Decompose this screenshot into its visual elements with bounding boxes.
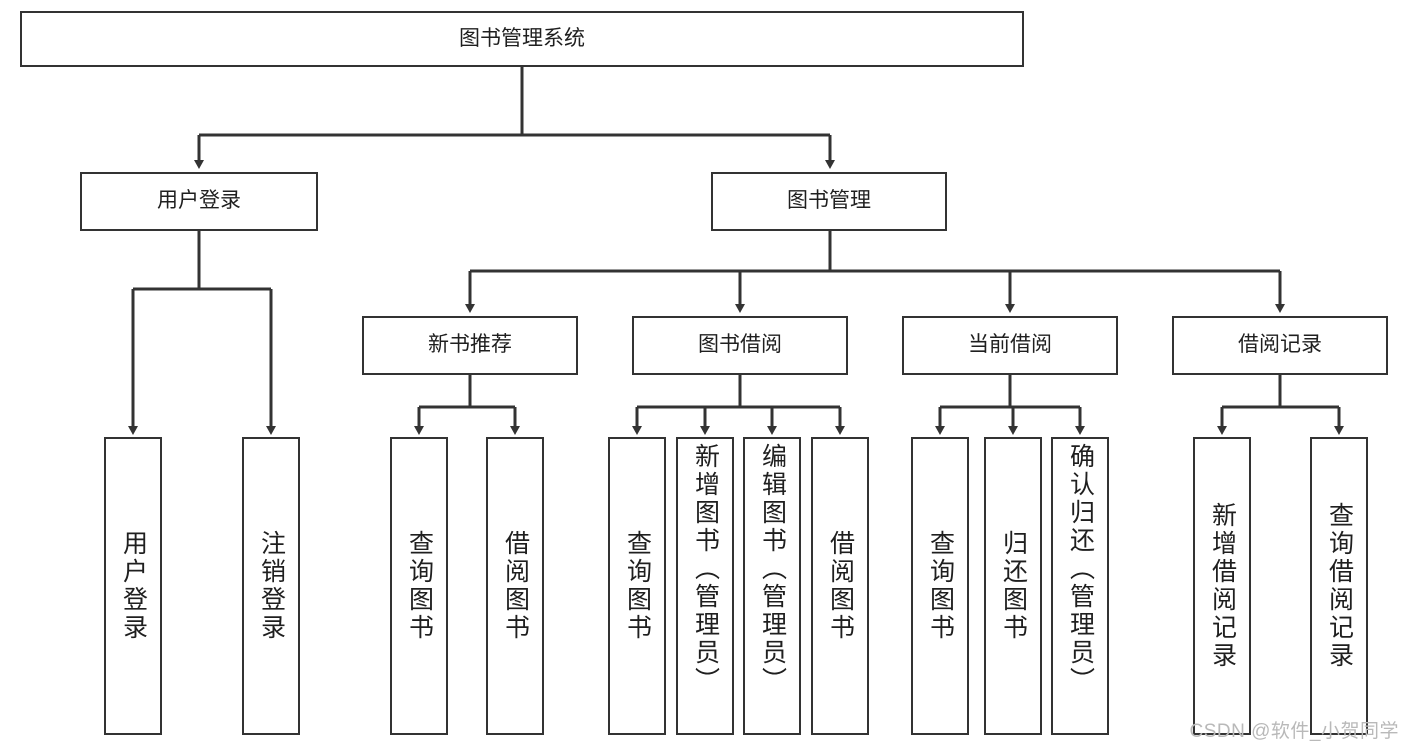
node-leaf-query-book-borrow[interactable]: 查询图书 <box>608 437 666 735</box>
node-borrow-record-label: 借阅记录 <box>1238 333 1322 357</box>
node-root-label: 图书管理系统 <box>459 26 585 50</box>
node-leaf-borrow-book-recommend[interactable]: 借阅图书 <box>486 437 544 735</box>
node-book-management-label: 图书管理 <box>787 189 871 213</box>
node-leaf-user-login[interactable]: 用户登录 <box>104 437 162 735</box>
node-leaf-add-borrow-record-label: 新增借阅记录 <box>1208 502 1237 670</box>
node-leaf-edit-book-admin-label: 编辑图书（管理员） <box>758 443 787 695</box>
node-book-borrow[interactable]: 图书借阅 <box>632 316 848 375</box>
node-leaf-confirm-return-admin-label: 确认归还（管理员） <box>1066 443 1095 695</box>
node-leaf-return-book-label: 归还图书 <box>999 530 1028 642</box>
node-leaf-query-book-current[interactable]: 查询图书 <box>911 437 969 735</box>
node-leaf-add-book-admin[interactable]: 新增图书（管理员） <box>676 437 734 735</box>
node-leaf-query-borrow-record[interactable]: 查询借阅记录 <box>1310 437 1368 735</box>
node-leaf-return-book[interactable]: 归还图书 <box>984 437 1042 735</box>
node-book-borrow-label: 图书借阅 <box>698 333 782 357</box>
node-book-management[interactable]: 图书管理 <box>711 172 947 231</box>
node-leaf-edit-book-admin[interactable]: 编辑图书（管理员） <box>743 437 801 735</box>
node-leaf-borrow-book-label: 借阅图书 <box>826 530 855 642</box>
node-leaf-user-login-label: 用户登录 <box>119 530 148 642</box>
node-new-book-recommend-label: 新书推荐 <box>428 333 512 357</box>
node-leaf-user-logout-label: 注销登录 <box>257 530 286 642</box>
node-leaf-query-borrow-record-label: 查询借阅记录 <box>1325 502 1354 670</box>
node-leaf-query-book-current-label: 查询图书 <box>926 530 955 642</box>
node-leaf-query-book-recommend-label: 查询图书 <box>405 530 434 642</box>
node-leaf-add-book-admin-label: 新增图书（管理员） <box>691 443 720 695</box>
node-user-login[interactable]: 用户登录 <box>80 172 318 231</box>
node-new-book-recommend[interactable]: 新书推荐 <box>362 316 578 375</box>
node-leaf-query-book-recommend[interactable]: 查询图书 <box>390 437 448 735</box>
node-leaf-query-book-borrow-label: 查询图书 <box>623 530 652 642</box>
watermark: CSDN @软件_小贺同学 <box>1189 721 1399 742</box>
node-borrow-record[interactable]: 借阅记录 <box>1172 316 1388 375</box>
node-leaf-confirm-return-admin[interactable]: 确认归还（管理员） <box>1051 437 1109 735</box>
node-leaf-borrow-book[interactable]: 借阅图书 <box>811 437 869 735</box>
node-leaf-user-logout[interactable]: 注销登录 <box>242 437 300 735</box>
node-current-borrow-label: 当前借阅 <box>968 333 1052 357</box>
node-leaf-add-borrow-record[interactable]: 新增借阅记录 <box>1193 437 1251 735</box>
node-leaf-borrow-book-recommend-label: 借阅图书 <box>501 530 530 642</box>
node-root[interactable]: 图书管理系统 <box>20 11 1024 67</box>
node-user-login-label: 用户登录 <box>157 189 241 213</box>
node-current-borrow[interactable]: 当前借阅 <box>902 316 1118 375</box>
